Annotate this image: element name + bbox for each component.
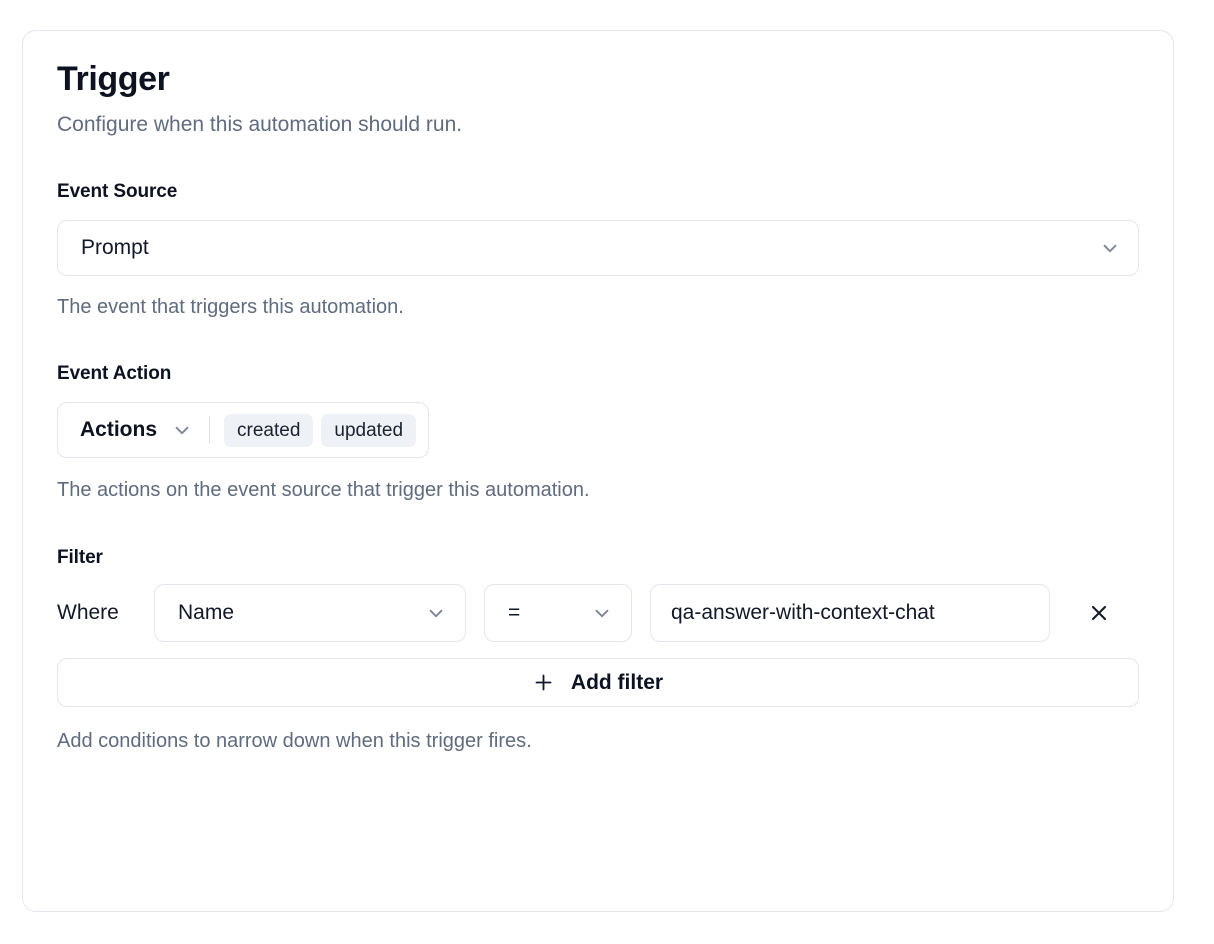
event-action-helper: The actions on the event source that tri… <box>57 479 590 502</box>
filter-label: Filter <box>57 547 103 569</box>
divider <box>209 416 211 445</box>
chevron-down-icon <box>175 426 189 435</box>
chevron-down-icon <box>595 609 609 618</box>
event-source-group: Event Source Prompt The event that trigg… <box>57 181 1139 319</box>
filter-operator-select[interactable]: = <box>484 584 632 643</box>
add-filter-button[interactable]: Add filter <box>57 658 1139 708</box>
status-badge[interactable]: created <box>224 413 314 447</box>
page-title: Trigger <box>57 60 170 98</box>
event-action-badges: created updated <box>210 413 417 447</box>
where-label: Where <box>57 601 119 625</box>
event-action-dropdown[interactable]: Actions <box>80 418 209 442</box>
filter-helper: Add conditions to narrow down when this … <box>57 730 532 753</box>
filter-field-select[interactable]: Name <box>154 584 466 643</box>
filter-value-input[interactable]: qa-answer-with-context-chat <box>650 584 1050 643</box>
event-source-value: Prompt <box>81 236 149 260</box>
close-icon <box>1091 605 1107 621</box>
filter-operator-value: = <box>508 601 521 625</box>
chevron-down-icon <box>1103 244 1117 253</box>
add-filter-label: Add filter <box>570 670 664 694</box>
status-badge[interactable]: updated <box>321 413 417 447</box>
trigger-card: Trigger Configure when this automation s… <box>22 30 1174 912</box>
filter-group: Filter Where Name = qa-answer-with-conte… <box>57 547 1139 753</box>
event-source-helper: The event that triggers this automation. <box>57 296 404 319</box>
filter-row: Where Name = qa-answer-with-context-chat <box>57 584 1139 643</box>
event-source-label: Event Source <box>57 181 178 203</box>
chevron-down-icon <box>429 609 443 618</box>
filter-field-value: Name <box>178 601 235 625</box>
event-action-label: Event Action <box>57 363 172 385</box>
page-subtitle: Configure when this automation should ru… <box>57 112 463 136</box>
event-source-select[interactable]: Prompt <box>57 220 1139 277</box>
event-action-control: Actions created updated <box>57 402 430 459</box>
remove-filter-button[interactable] <box>1082 596 1116 630</box>
plus-icon <box>535 674 552 691</box>
event-action-group: Event Action Actions created updated The… <box>57 363 1139 502</box>
event-action-dropdown-label: Actions <box>80 418 158 442</box>
